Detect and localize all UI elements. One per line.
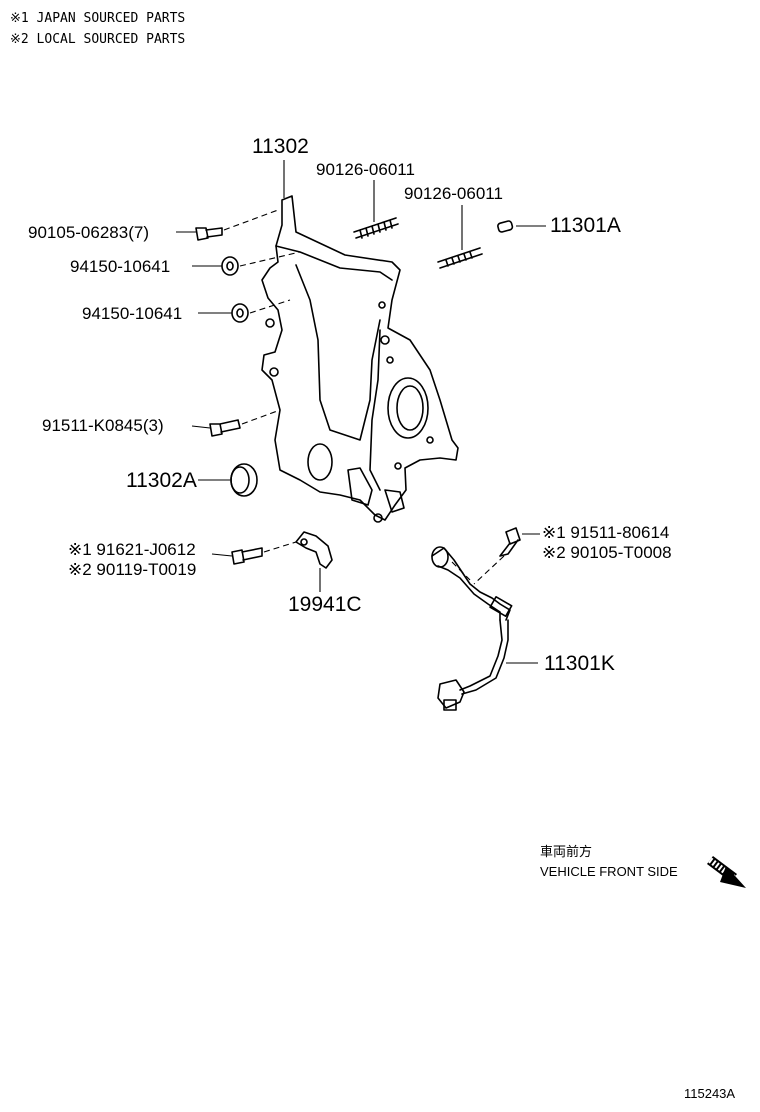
part-11301a: 11301A — [550, 214, 621, 237]
timing-cover-inner-edge — [295, 264, 381, 441]
part-11301k: 11301K — [544, 652, 615, 675]
stud-1 — [353, 217, 399, 239]
part-90119-t0019: ※2 90119-T0019 — [68, 560, 197, 579]
dowel-pin — [497, 220, 514, 233]
part-90126-06011-b: 90126-06011 — [404, 184, 503, 203]
bolt-91511k — [209, 419, 241, 437]
part-11302: 11302 — [252, 135, 309, 158]
vehicle-front-arrow-icon — [707, 856, 746, 888]
part-94150-10641-b: 94150-10641 — [82, 304, 183, 323]
vehicle-front-label-jp: 車両前方 — [540, 844, 593, 859]
bolt-91621 — [231, 547, 263, 565]
stud-2 — [437, 247, 483, 269]
nut-1 — [221, 256, 239, 276]
part-94150-10641-a: 94150-10641 — [70, 257, 171, 276]
part-90105-06283: 90105-06283(7) — [28, 223, 149, 242]
figure-id: 115243A — [684, 1086, 736, 1101]
part-91511-80614: ※1 91511-80614 — [542, 523, 670, 542]
vehicle-front-label: VEHICLE FRONT SIDE — [540, 864, 678, 879]
part-11302a: 11302A — [126, 469, 197, 492]
lower-bore — [307, 443, 333, 481]
part-19941c: 19941C — [288, 593, 362, 616]
part-90126-06011-a: 90126-06011 — [316, 160, 415, 179]
note-japan-sourced: ※1 JAPAN SOURCED PARTS — [10, 11, 186, 26]
part-91511-k0845: 91511-K0845(3) — [42, 416, 164, 435]
crank-sensor — [431, 547, 511, 621]
part-91621-j0612: ※1 91621-J0612 — [68, 540, 196, 559]
timing-cover-upper-ridge — [275, 245, 393, 281]
sensor-connector — [437, 679, 465, 709]
timing-cover-body — [261, 195, 459, 521]
crank-seal-bore-inner — [396, 385, 424, 431]
crank-seal-bore — [387, 377, 429, 439]
bracket-19941c — [295, 531, 333, 569]
bolt-91511-80614 — [499, 527, 521, 557]
nut-2 — [231, 303, 249, 323]
note-local-sourced: ※2 LOCAL SOURCED PARTS — [10, 32, 186, 47]
part-90105-t0008: ※2 90105-T0008 — [542, 543, 672, 562]
timing-cover-right-flange — [369, 329, 381, 491]
bolt-90105 — [195, 227, 223, 241]
